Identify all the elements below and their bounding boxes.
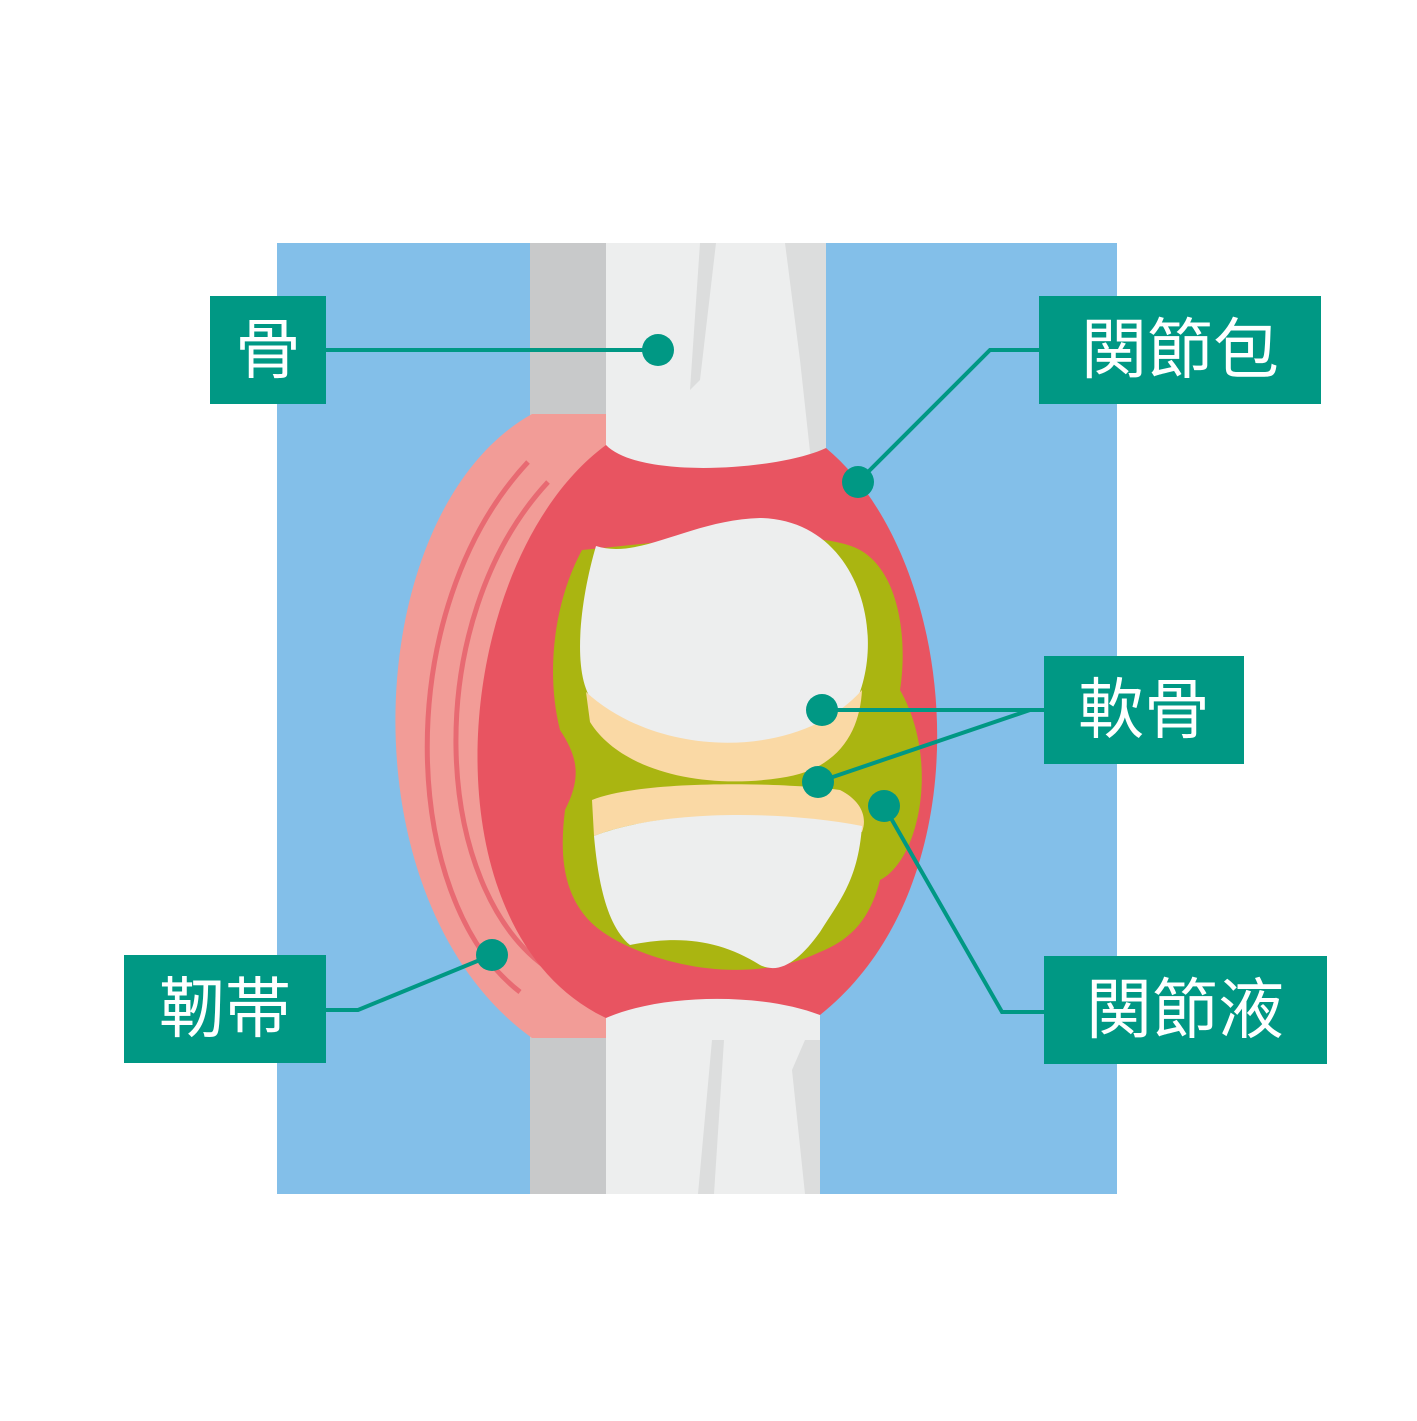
label-box-cartilage [1044, 656, 1244, 764]
bone-streak-lower-right [792, 1040, 820, 1194]
leader-dot-cartilage-lower [802, 766, 834, 798]
bone-streak-lower [698, 1040, 724, 1194]
leader-dot-bone [642, 334, 674, 366]
lower-bone-head [594, 815, 862, 969]
leader-dot-ligament [476, 939, 508, 971]
leader-line-joint-capsule [856, 348, 1040, 484]
leader-dot-synovial-fluid [868, 790, 900, 822]
label-cartilage: 軟骨 [1044, 656, 1244, 764]
label-bone: 骨 [210, 296, 326, 404]
upper-bone-shaft [606, 243, 826, 493]
leader-dot-joint-capsule [842, 466, 874, 498]
bone-shadow-upper [530, 243, 610, 423]
bone-streak-upper-right [785, 243, 826, 470]
leader-dot-cartilage-upper [806, 694, 838, 726]
label-ligament: 靭帯 [124, 955, 326, 1063]
label-text-cartilage: 軟骨 [1078, 672, 1210, 749]
label-text-ligament: 靭帯 [159, 971, 291, 1048]
leader-line-synovial-fluid [882, 805, 1046, 1014]
bone-shadow-lower [530, 1030, 610, 1194]
ligament-fiber-2 [453, 480, 552, 973]
label-joint-capsule: 関節包 [1039, 296, 1321, 404]
ligament-fiber-1 [424, 460, 530, 994]
label-box-bone [210, 296, 326, 404]
leader-lines [326, 348, 1046, 1014]
leader-line-cartilage-lower [817, 708, 1046, 784]
label-box-synovial-fluid [1044, 956, 1327, 1064]
leader-line-ligament [326, 953, 493, 1012]
label-text-bone: 骨 [235, 312, 301, 389]
label-synovial-fluid: 関節液 [1044, 956, 1327, 1064]
lower-cartilage [592, 784, 864, 836]
upper-bone-head [580, 518, 868, 751]
label-text-synovial-fluid: 関節液 [1086, 972, 1284, 1049]
label-text-joint-capsule: 関節包 [1081, 312, 1279, 389]
bone-streak-upper [690, 243, 716, 390]
label-box-ligament [124, 955, 326, 1063]
upper-cartilage [586, 690, 862, 782]
label-box-joint-capsule [1039, 296, 1321, 404]
